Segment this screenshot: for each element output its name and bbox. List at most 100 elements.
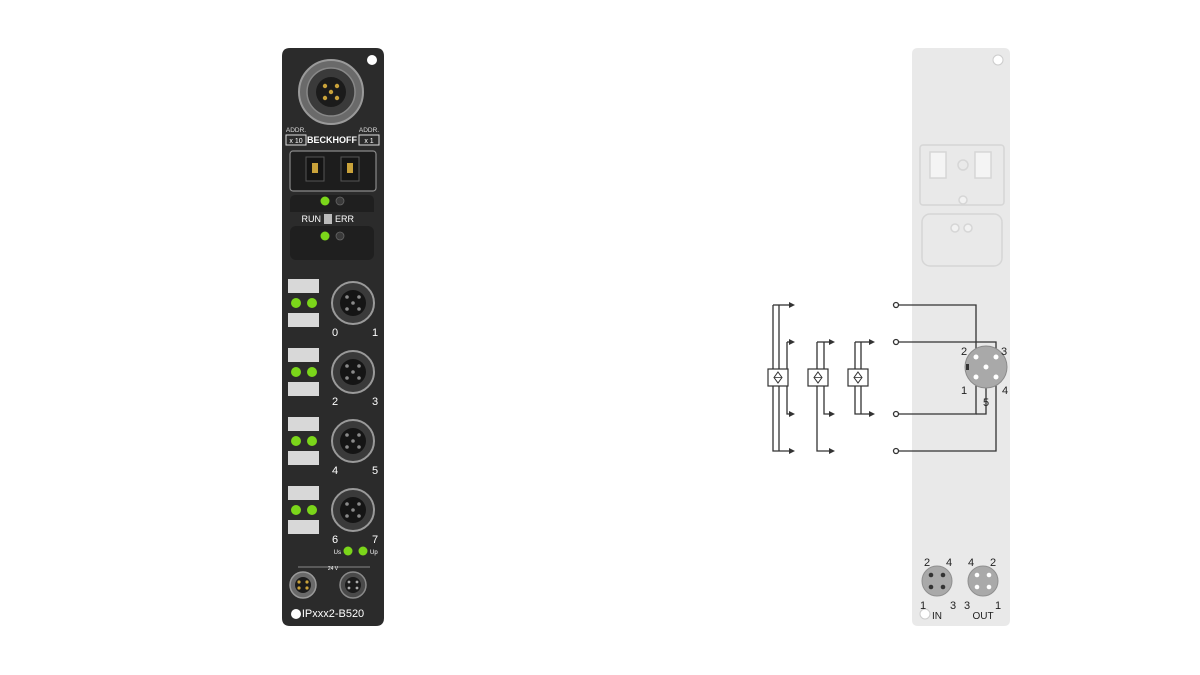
arrow-right-icon [829,411,835,417]
socket-pin [357,364,361,368]
arrow-right-icon [869,339,875,345]
terminal-icon [892,410,900,418]
channel-led [291,436,301,446]
model-label: IPxxx2-B520 [302,608,364,620]
socket-pin [345,433,349,437]
channel-label: 6 [332,534,338,546]
address-switches[interactable] [289,150,377,192]
channel-led [291,367,301,377]
channel-label: 4 [332,465,338,477]
addr-label-right: ADDR. [359,127,379,134]
back-relief [919,144,1005,267]
socket-pin-label: 2 [961,346,967,358]
in-pin-label: 4 [946,557,952,569]
socket-pin [351,301,355,305]
mount-hole-icon [992,54,1004,66]
mount-hole-icon [291,609,301,619]
power-in-pinout [921,565,953,597]
socket-pin-label: 3 [1001,346,1007,358]
module-back-panel [912,48,1010,626]
in-pin-label: 3 [950,600,956,612]
out-pin-label: 1 [995,600,1001,612]
socket-pin [357,376,361,380]
led-err-top [335,196,345,206]
arrow-right-icon [829,339,835,345]
channel-led [307,436,317,446]
arrow-right-icon [829,448,835,454]
terminal-icon [892,447,900,455]
sensor-arrows [789,302,875,454]
socket-pin-label: 4 [1002,385,1008,397]
power-out-connector [339,571,367,599]
module-front-view: ADDR. x 10 BECKHOFF ADDR. x 1 RUN ERR [282,48,384,626]
arrow-right-icon [789,302,795,308]
socket-pin [351,508,355,512]
module-housing [282,48,384,626]
fieldbus-connector [298,59,364,125]
label-plate [288,520,319,534]
socket-pin [345,445,349,449]
channel-label: 2 [332,396,338,408]
label-plate [288,348,319,362]
channel-led [307,367,317,377]
label-plate [288,382,319,396]
arrow-right-icon [869,411,875,417]
led-us [343,546,353,556]
out-label: OUT [972,611,993,622]
label-plate [288,417,319,431]
label-plate [288,451,319,465]
in-pin-label: 2 [924,557,930,569]
power-in-connector [289,571,317,599]
in-pin-label: 1 [920,600,926,612]
addr-multiplier-right: x 1 [364,138,373,145]
brand-logo: BECKHOFF [307,135,357,145]
socket-pin [345,364,349,368]
channel-label: 1 [372,327,378,339]
socket-pin [345,502,349,506]
out-pin-label: 2 [990,557,996,569]
status-led-area: RUN ERR [290,195,374,260]
channel-led [307,505,317,515]
voltage-label: 24 V [328,566,339,572]
led-run-top [320,196,330,206]
socket-pin [357,433,361,437]
power-out-pinout [967,565,999,597]
channel-label: 7 [372,534,378,546]
socket-pin [357,445,361,449]
out-pin-label: 3 [964,600,970,612]
addr-multiplier-left: x 10 [289,138,302,145]
label-plate [288,279,319,293]
socket-pin [357,514,361,518]
addr-label-left: ADDR. [286,127,306,134]
channel-label: 3 [372,396,378,408]
channel-label: 0 [332,327,338,339]
arrow-right-icon [789,448,795,454]
socket-pin [345,514,349,518]
led-run-bottom [320,231,330,241]
socket-pin [345,295,349,299]
arrow-right-icon [789,411,795,417]
terminal-icon [892,301,900,309]
mount-hole-icon [367,55,377,65]
channel-led [291,505,301,515]
sensor-symbols [767,368,869,387]
socket-pin [345,376,349,380]
led-up [358,546,368,556]
socket-pin [345,307,349,311]
sensor-wiring [772,304,869,452]
led-err-bottom [335,231,345,241]
wiring-view: 2 3 1 4 5 [767,48,1010,626]
label-plate [288,313,319,327]
terminal-icon [892,338,900,346]
label-plate [288,486,319,500]
socket-pin [351,439,355,443]
socket-pin [357,307,361,311]
channel-led [291,298,301,308]
socket-pin [357,295,361,299]
arrow-right-icon [789,339,795,345]
err-label: ERR [335,214,355,224]
